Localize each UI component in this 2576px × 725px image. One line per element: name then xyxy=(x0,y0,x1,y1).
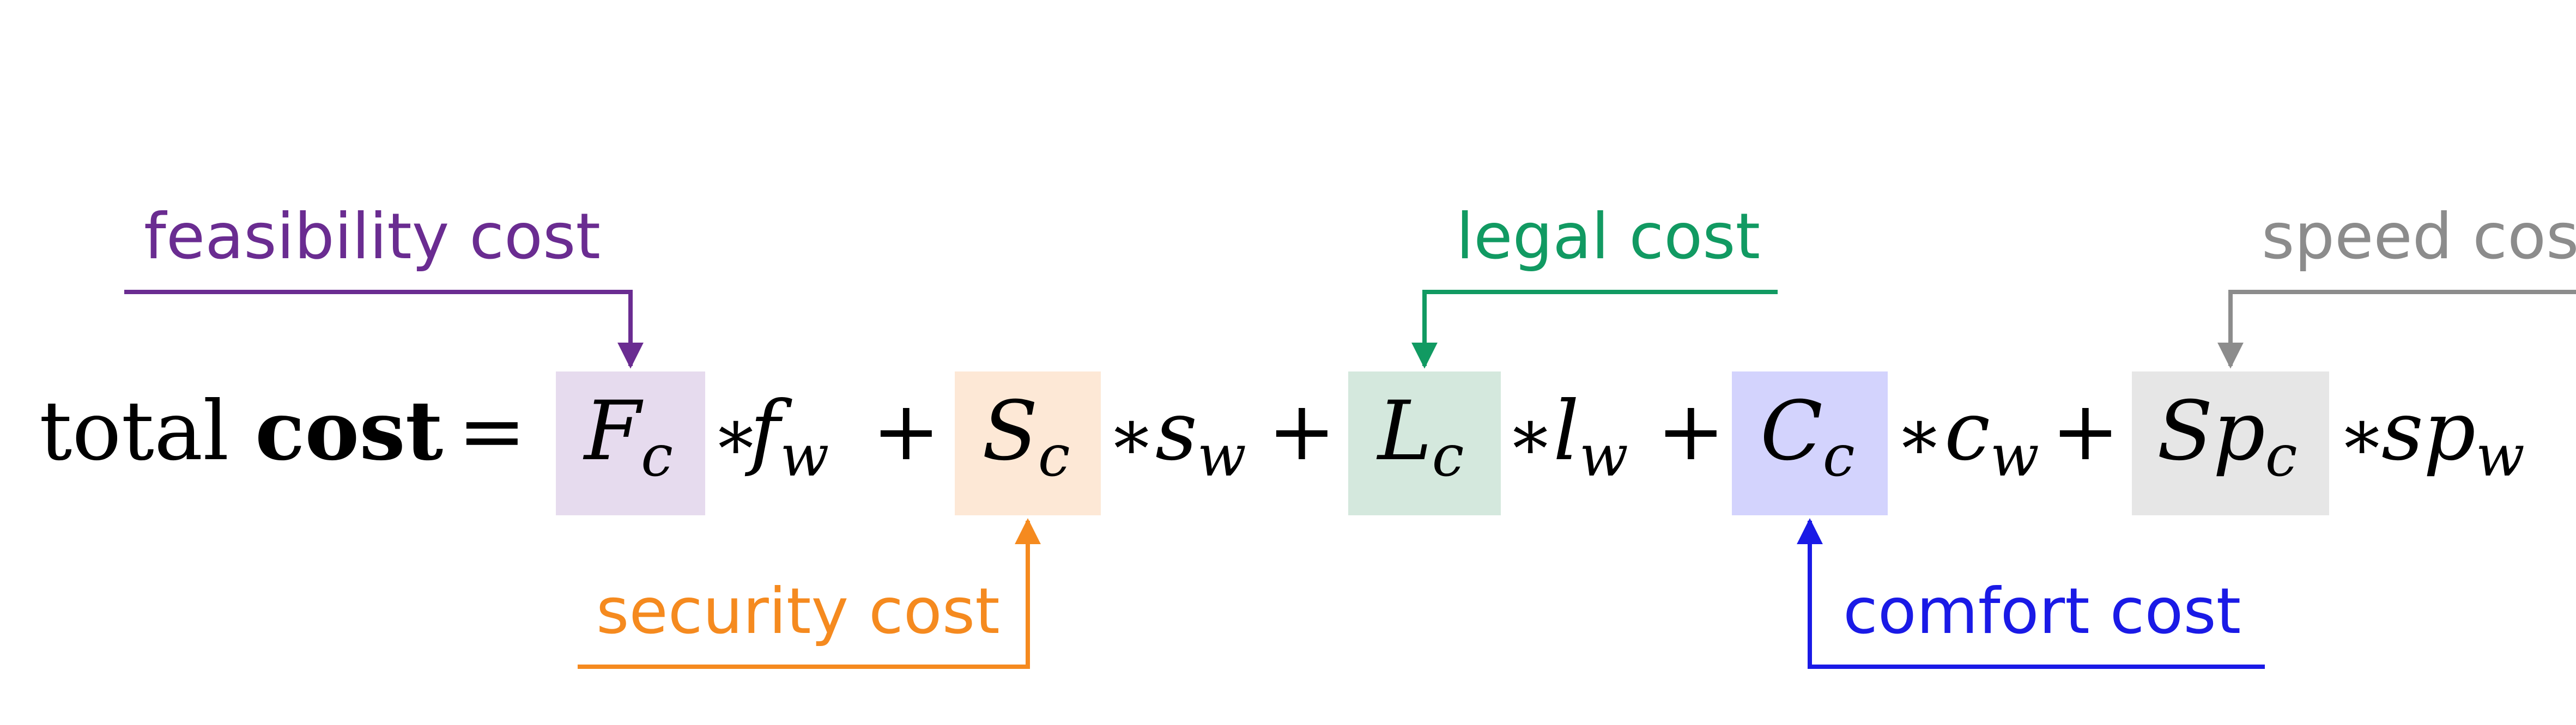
speed-cost-label: speed cost xyxy=(2262,200,2576,273)
speed-cost-main: Sp xyxy=(2157,384,2265,479)
speed-cost-box xyxy=(2132,371,2329,515)
times-sign-5: ∗ xyxy=(2338,393,2386,476)
speed-weight: spw xyxy=(2381,384,2525,489)
feasibility-cost-main: F xyxy=(583,384,644,479)
comfort-cost-box xyxy=(1732,371,1888,515)
legal-cost-label: legal cost xyxy=(1456,200,1760,273)
feasibility-cost-box xyxy=(556,371,705,515)
feasibility-weight: fw xyxy=(744,384,829,489)
comfort-cost-sub: c xyxy=(1823,423,1855,489)
feasibility-cost-symbol: Fc xyxy=(583,384,673,489)
equation-lhs: total cost xyxy=(39,383,443,479)
speed-cost-symbol: Spc xyxy=(2157,384,2298,489)
times-sign-3: ∗ xyxy=(1506,393,1554,476)
legal-cost-symbol: Lc xyxy=(1376,384,1464,489)
speed-cost-sub: c xyxy=(2265,423,2298,489)
legal-cost-main: L xyxy=(1376,384,1432,479)
security-cost-arrow xyxy=(578,518,1041,669)
legal-cost-box xyxy=(1348,371,1501,515)
security-weight-sub: w xyxy=(1197,423,1246,489)
plus-sign-3: + xyxy=(1657,384,1725,479)
security-weight: sw xyxy=(1155,384,1246,489)
equals-sign: = xyxy=(458,384,526,479)
times-sign-1: ∗ xyxy=(712,393,760,476)
plus-sign-4: + xyxy=(2051,384,2120,479)
comfort-cost-symbol: Cc xyxy=(1760,384,1855,489)
security-weight-main: s xyxy=(1155,384,1197,479)
speed-weight-sub: w xyxy=(2476,423,2525,489)
comfort-cost-main: C xyxy=(1760,384,1823,479)
times-sign-4: ∗ xyxy=(1895,393,1943,476)
comfort-weight-sub: w xyxy=(1990,423,2039,489)
security-cost-symbol: Sc xyxy=(982,384,1070,489)
legal-cost-sub: c xyxy=(1432,423,1464,489)
times-sign-2: ∗ xyxy=(1107,393,1155,476)
plus-sign-2: + xyxy=(1268,384,1336,479)
security-cost-main: S xyxy=(982,384,1038,479)
lhs-word: total xyxy=(39,384,229,479)
comfort-weight-main: c xyxy=(1944,384,1990,479)
legal-weight-main: l xyxy=(1553,384,1579,479)
security-cost-label: security cost xyxy=(596,575,1000,648)
feasibility-cost-label: feasibility cost xyxy=(144,200,601,273)
comfort-weight: cw xyxy=(1944,384,2039,489)
security-cost-sub: c xyxy=(1038,423,1070,489)
plus-sign-1: + xyxy=(872,384,941,479)
lhs-bold: cost xyxy=(255,383,443,479)
legal-cost-arrow xyxy=(1411,290,1778,369)
legal-weight-sub: w xyxy=(1579,423,1628,489)
feasibility-cost-arrow xyxy=(124,290,644,369)
feasibility-weight-sub: w xyxy=(780,423,829,489)
comfort-cost-arrow xyxy=(1797,518,2265,669)
feasibility-cost-sub: c xyxy=(641,423,673,489)
comfort-cost-label: comfort cost xyxy=(1843,575,2241,648)
legal-weight: lw xyxy=(1553,384,1628,489)
security-cost-box xyxy=(955,371,1101,515)
speed-weight-main: sp xyxy=(2381,384,2476,479)
speed-cost-arrow xyxy=(2217,290,2576,369)
